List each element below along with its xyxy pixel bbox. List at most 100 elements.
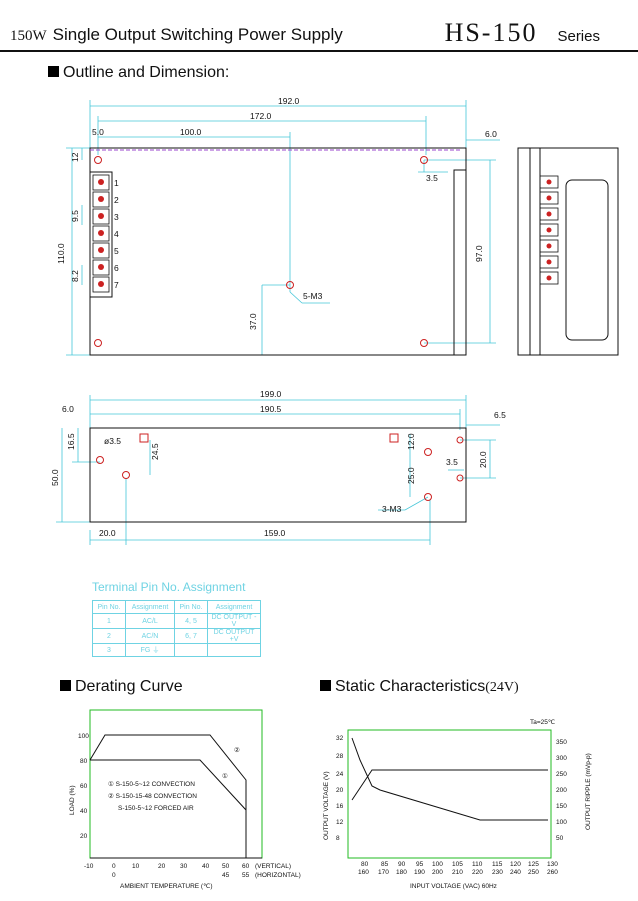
dim-24-5: 24.5 xyxy=(150,443,160,460)
product-title: Single Output Switching Power Supply xyxy=(52,25,343,44)
svg-text:50: 50 xyxy=(556,835,564,842)
svg-text:S-150-5~12 FORCED AIR: S-150-5~12 FORCED AIR xyxy=(118,805,194,812)
svg-text:12: 12 xyxy=(336,819,344,826)
svg-text:10: 10 xyxy=(132,863,140,870)
svg-text:200: 200 xyxy=(432,869,443,876)
dim-8-2: 8.2 xyxy=(70,270,80,282)
svg-text:40: 40 xyxy=(80,808,88,815)
dim-3-m3: 3-M3 xyxy=(382,504,402,514)
svg-text:160: 160 xyxy=(358,869,369,876)
dim-97: 97.0 xyxy=(474,245,484,262)
svg-text:② S-150-15-48 CONVECTION: ② S-150-15-48 CONVECTION xyxy=(108,792,197,800)
bullet-square-icon xyxy=(320,680,331,691)
svg-text:5: 5 xyxy=(114,246,119,256)
svg-text:20: 20 xyxy=(158,863,166,870)
svg-text:60: 60 xyxy=(242,863,250,870)
svg-text:60: 60 xyxy=(80,783,88,790)
svg-text:110: 110 xyxy=(472,861,483,868)
svg-text:190: 190 xyxy=(414,869,425,876)
svg-text:2: 2 xyxy=(114,195,119,205)
svg-text:①: ① xyxy=(222,772,228,780)
svg-text:45: 45 xyxy=(222,872,230,879)
svg-text:90: 90 xyxy=(398,861,406,868)
svg-text:1: 1 xyxy=(114,178,119,188)
svg-text:170: 170 xyxy=(378,869,389,876)
svg-text:210: 210 xyxy=(452,869,463,876)
svg-text:Ta=25℃: Ta=25℃ xyxy=(530,719,556,726)
svg-text:115: 115 xyxy=(492,861,503,868)
derating-chart: 100 80 60 40 20 -10 0 10 20 30 40 50 60 … xyxy=(69,709,301,890)
svg-text:(VERTICAL): (VERTICAL) xyxy=(255,863,291,870)
dim-100: 100.0 xyxy=(180,127,202,137)
dim-172: 172.0 xyxy=(250,111,272,121)
svg-text:7: 7 xyxy=(114,280,119,290)
svg-text:105: 105 xyxy=(452,861,463,868)
dim-192: 192.0 xyxy=(278,96,300,106)
dim-5: 5.0 xyxy=(92,127,104,137)
dim-159: 159.0 xyxy=(264,528,286,538)
svg-text:260: 260 xyxy=(547,869,558,876)
series-label: Series xyxy=(557,28,600,45)
svg-text:220: 220 xyxy=(472,869,483,876)
svg-text:100: 100 xyxy=(432,861,443,868)
svg-text:②: ② xyxy=(234,746,240,754)
svg-text:100: 100 xyxy=(78,733,89,740)
svg-text:250: 250 xyxy=(528,869,539,876)
svg-text:30: 30 xyxy=(180,863,188,870)
svg-text:180: 180 xyxy=(396,869,407,876)
svg-text:50: 50 xyxy=(222,863,230,870)
svg-text:40: 40 xyxy=(202,863,210,870)
svg-text:① S-150-5~12 CONVECTION: ① S-150-5~12 CONVECTION xyxy=(108,780,195,788)
dim-dia-3-5: ø3.5 xyxy=(104,436,121,446)
svg-text:OUTPUT VOLTAGE (V): OUTPUT VOLTAGE (V) xyxy=(323,771,330,840)
table-header-row: Pin No. Assignment Pin No. Assignment xyxy=(92,600,261,614)
svg-text:-10: -10 xyxy=(84,863,94,870)
bullet-square-icon xyxy=(60,680,71,691)
doc-header-title: 150W Single Output Switching Power Supply xyxy=(10,25,343,45)
wattage-label: 150W xyxy=(10,28,47,44)
dim-37: 37.0 xyxy=(248,313,258,330)
dim-side-3-5: 3.5 xyxy=(446,457,458,467)
svg-text:4: 4 xyxy=(114,229,119,239)
dim-199: 199.0 xyxy=(260,389,282,399)
svg-text:28: 28 xyxy=(336,753,344,760)
header-rule xyxy=(0,50,638,52)
svg-text:350: 350 xyxy=(556,739,567,746)
svg-text:100: 100 xyxy=(556,819,567,826)
svg-text:80: 80 xyxy=(361,861,369,868)
outline-title: Outline and Dimension: xyxy=(63,64,230,81)
svg-text:80: 80 xyxy=(80,758,88,765)
dim-12-side: 12.0 xyxy=(406,433,416,450)
dim-12: 12 xyxy=(70,152,80,162)
svg-text:20: 20 xyxy=(80,833,88,840)
svg-text:32: 32 xyxy=(336,735,344,742)
dim-25: 25.0 xyxy=(406,467,416,484)
dim-9-5: 9.5 xyxy=(70,210,80,222)
dim-6: 6.0 xyxy=(485,129,497,139)
svg-text:0: 0 xyxy=(112,863,116,870)
svg-text:3: 3 xyxy=(114,212,119,222)
svg-text:85: 85 xyxy=(381,861,389,868)
dim-110: 110.0 xyxy=(56,243,66,264)
dim-3-5: 3.5 xyxy=(426,173,438,183)
dim-16-5: 16.5 xyxy=(66,433,76,450)
static-heading: Static Characteristics(24V) xyxy=(320,678,519,696)
svg-text:300: 300 xyxy=(556,755,567,762)
svg-text:250: 250 xyxy=(556,771,567,778)
model-number: HS-150 xyxy=(444,18,538,47)
svg-text:8: 8 xyxy=(336,835,340,842)
dim-20-right: 20.0 xyxy=(478,451,488,468)
derating-heading: Derating Curve xyxy=(60,678,183,696)
static-chart: Ta=25℃ 32 28 24 20 16 12 8 350 300 250 2… xyxy=(323,719,592,890)
doc-header-model: HS-150 Series xyxy=(445,18,600,48)
svg-text:INPUT VOLTAGE (VAC) 60Hz: INPUT VOLTAGE (VAC) 60Hz xyxy=(410,883,497,890)
svg-text:6: 6 xyxy=(114,263,119,273)
svg-text:230: 230 xyxy=(492,869,503,876)
svg-text:20: 20 xyxy=(336,787,344,794)
derating-title: Derating Curve xyxy=(75,678,183,695)
svg-text:16: 16 xyxy=(336,803,344,810)
dim-side-6: 6.0 xyxy=(62,404,74,414)
terminal-assignment-title: Terminal Pin No. Assignment xyxy=(92,580,246,594)
